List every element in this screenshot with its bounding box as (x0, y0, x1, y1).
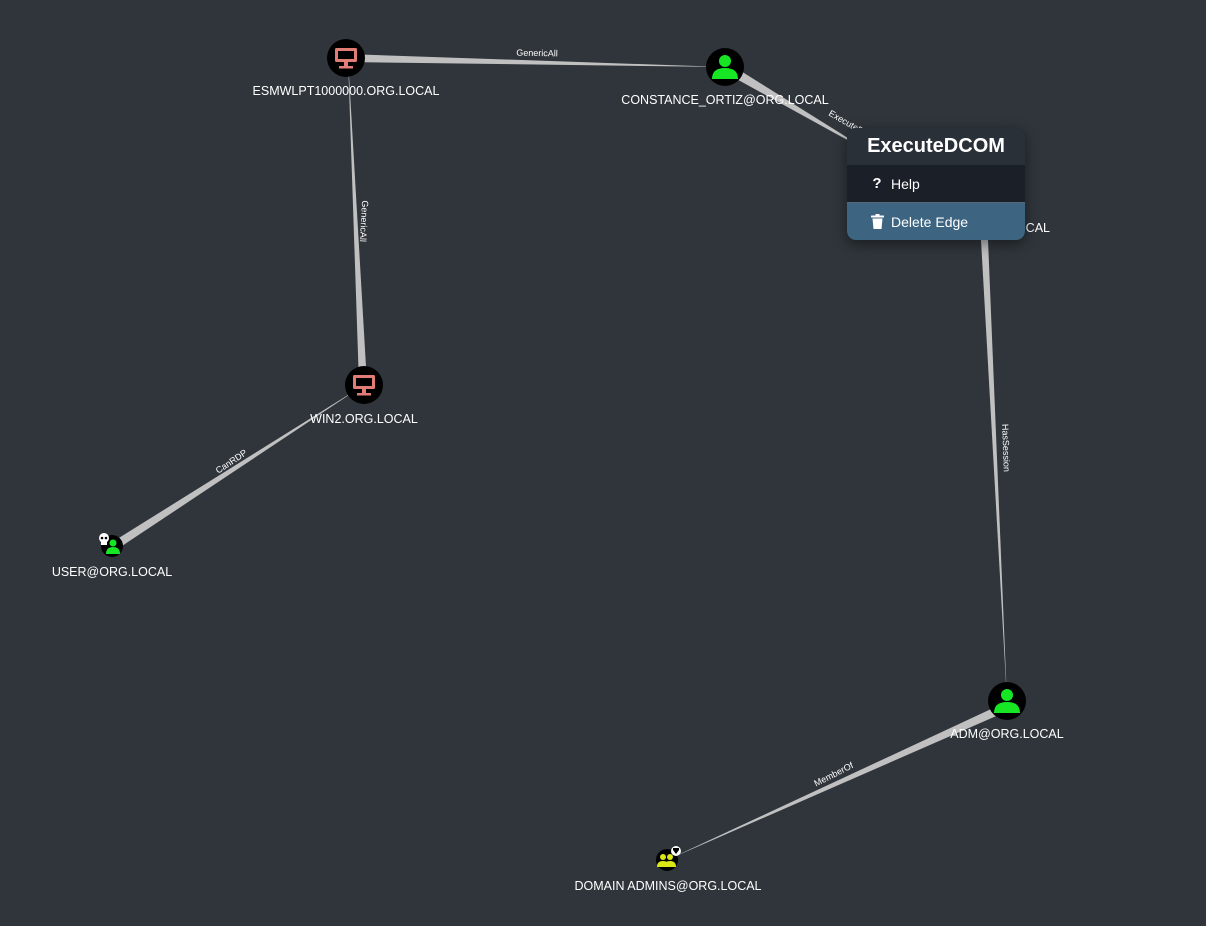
edge-hassession[interactable]: HasSession (981, 240, 1012, 701)
node-user-owned[interactable]: USER@ORG.LOCAL (52, 533, 172, 579)
edge-label: GenericAll (358, 200, 370, 242)
delete-edge-menu-item[interactable]: Delete Edge (847, 203, 1025, 240)
node-computer-hidden[interactable]: CAL (1026, 221, 1050, 235)
computer-icon (353, 375, 375, 396)
node-label: ADM@ORG.LOCAL (950, 727, 1063, 741)
diamond-icon (671, 846, 681, 856)
question-icon: ? (872, 175, 882, 192)
trash-icon (869, 214, 885, 229)
user-icon (106, 539, 120, 554)
edge-label: GenericAll (516, 48, 558, 59)
computer-icon (335, 48, 357, 69)
node-computer-esmwlpt[interactable]: ESMWLPT1000000.ORG.LOCAL (253, 39, 440, 98)
edge-canrdp[interactable]: CanRDP (114, 385, 364, 548)
skull-icon (99, 533, 109, 545)
edge-genericall-left[interactable]: GenericAll (348, 58, 370, 384)
help-label: Help (891, 175, 920, 192)
edge-context-menu: ExecuteDCOM ? Help Delete Edge (847, 128, 1025, 240)
node-label: CAL (1026, 221, 1050, 235)
help-menu-item[interactable]: ? Help (847, 165, 1025, 203)
node-computer-win2[interactable]: WIN2.ORG.LOCAL (310, 366, 418, 426)
node-label: CONSTANCE_ORTIZ@ORG.LOCAL (621, 93, 828, 107)
node-label: WIN2.ORG.LOCAL (310, 412, 418, 426)
user-icon (994, 689, 1020, 713)
node-label: USER@ORG.LOCAL (52, 565, 172, 579)
context-menu-title: ExecuteDCOM (847, 128, 1025, 165)
node-group-domain-admins[interactable]: DOMAIN ADMINS@ORG.LOCAL (574, 846, 762, 893)
node-label: DOMAIN ADMINS@ORG.LOCAL (574, 879, 761, 893)
group-icon (657, 854, 676, 867)
node-user-adm[interactable]: ADM@ORG.LOCAL (950, 682, 1064, 741)
node-user-constance[interactable]: CONSTANCE_ORTIZ@ORG.LOCAL (621, 48, 829, 107)
edge-genericall-top[interactable]: GenericAll (346, 48, 725, 67)
user-icon (712, 55, 738, 79)
delete-edge-label: Delete Edge (891, 213, 969, 230)
edge-label: HasSession (1000, 424, 1012, 472)
node-label: ESMWLPT1000000.ORG.LOCAL (253, 84, 440, 98)
